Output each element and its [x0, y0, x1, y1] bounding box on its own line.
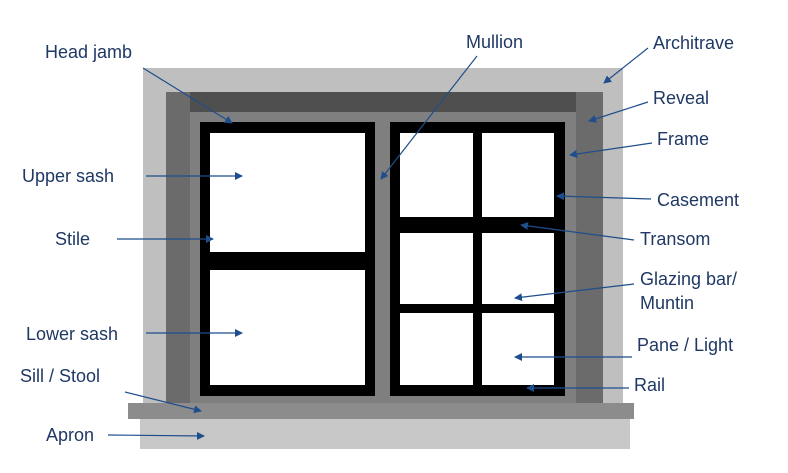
label-frame: Frame	[657, 129, 709, 149]
label-pane-light: Pane / Light	[637, 335, 733, 355]
pane-5	[400, 313, 473, 385]
arrow-reveal	[588, 101, 649, 123]
label-muntin: Muntin	[640, 293, 694, 313]
label-architrave: Architrave	[653, 33, 734, 53]
label-sill-stool: Sill / Stool	[20, 366, 100, 386]
pane-3	[400, 233, 473, 304]
reveal-left	[166, 92, 190, 404]
arrow-transom	[520, 221, 635, 241]
label-transom: Transom	[640, 229, 710, 249]
arrow-frame	[569, 142, 653, 158]
label-stile: Stile	[55, 229, 90, 249]
label-lower-sash: Lower sash	[26, 324, 118, 344]
lower-pane	[210, 270, 365, 385]
pane-2	[482, 133, 554, 217]
pane-1	[400, 133, 473, 217]
arrow-apron	[107, 431, 205, 440]
label-upper-sash: Upper sash	[22, 166, 114, 186]
label-head-jamb: Head jamb	[45, 42, 132, 62]
label-reveal: Reveal	[653, 88, 709, 108]
arrow-architrave	[603, 47, 649, 84]
apron	[140, 419, 630, 449]
label-mullion: Mullion	[466, 32, 523, 52]
arrow-casement	[556, 192, 652, 201]
upper-pane	[210, 133, 365, 252]
arrow-mullion	[380, 55, 478, 180]
label-glazing-bar: Glazing bar/	[640, 269, 737, 289]
pane-6	[482, 313, 554, 385]
label-casement: Casement	[657, 190, 739, 210]
arrow-glazing-bar	[514, 283, 635, 302]
pane-4	[482, 233, 554, 304]
label-apron: Apron	[46, 425, 94, 445]
reveal-right	[576, 92, 603, 404]
sill-stool	[128, 403, 634, 419]
arrow-sill-stool	[124, 391, 202, 414]
arrow-head-jamb	[142, 67, 233, 124]
label-rail: Rail	[634, 375, 665, 395]
reveal-head-bevel	[166, 92, 603, 112]
